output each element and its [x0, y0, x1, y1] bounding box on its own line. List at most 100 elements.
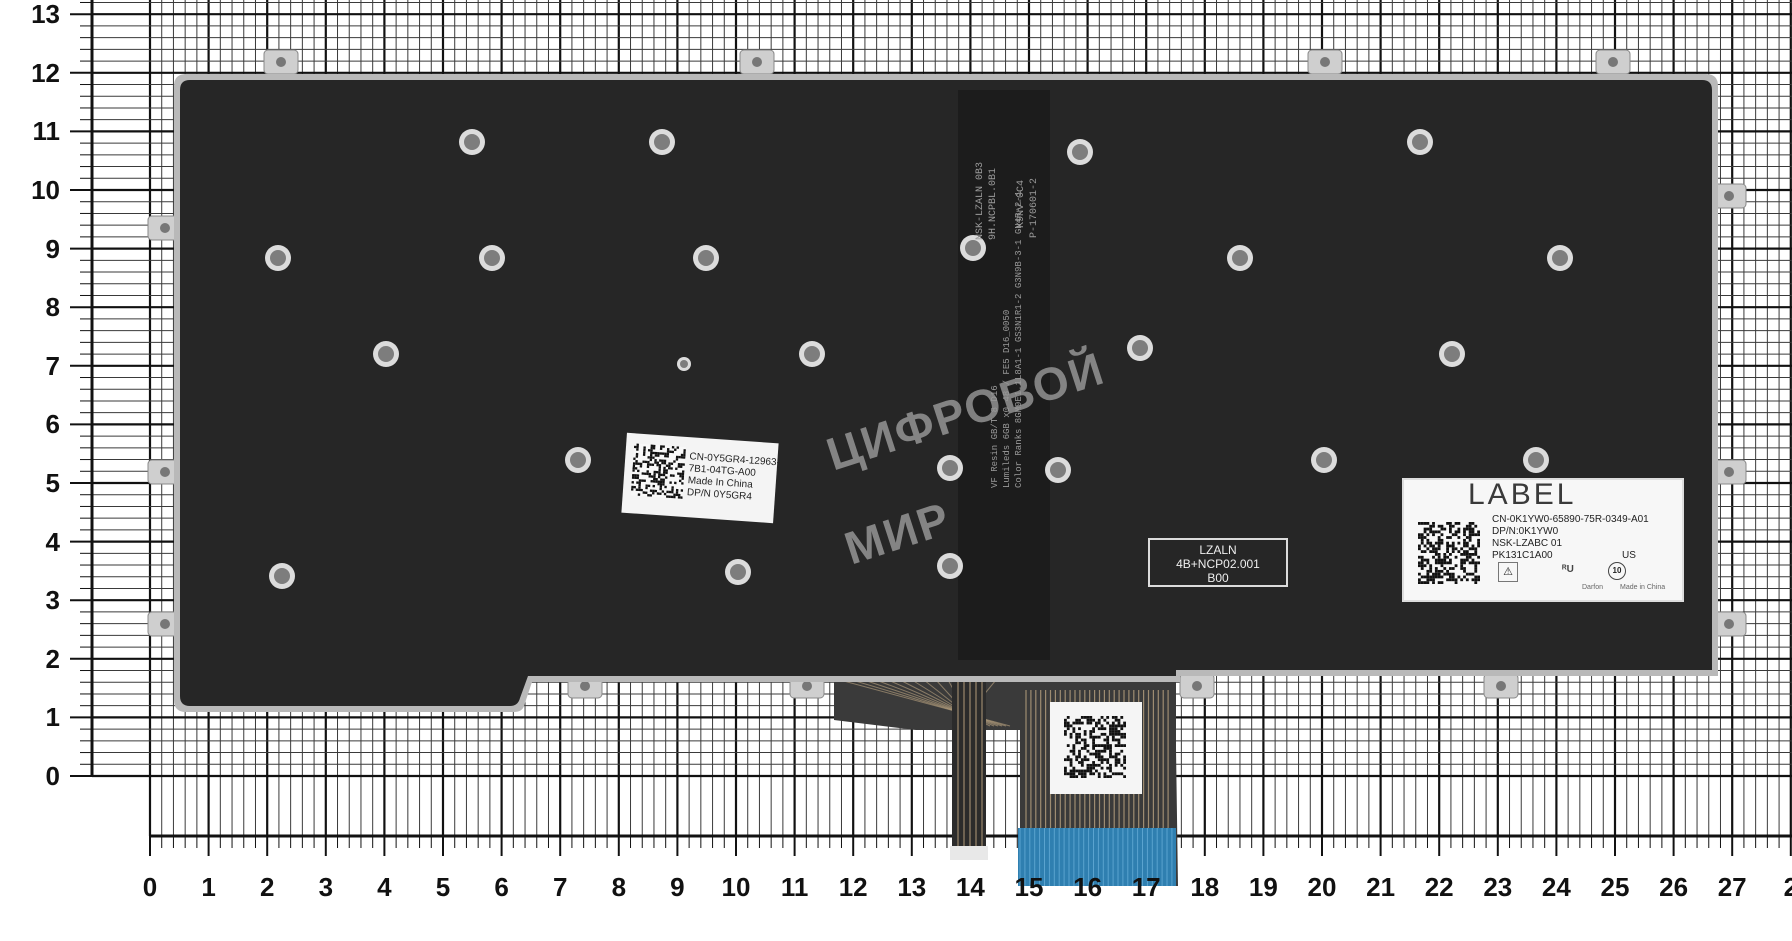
qr-module	[637, 462, 641, 466]
qr-module	[1454, 530, 1458, 534]
qr-module	[1440, 575, 1444, 579]
qr-module	[1109, 752, 1112, 756]
qr-module	[1451, 544, 1455, 548]
qr-module	[1432, 522, 1435, 525]
qr-module	[1092, 741, 1095, 745]
qr-module	[1418, 581, 1421, 584]
qr-module	[1106, 716, 1110, 719]
qr-module	[1443, 555, 1447, 559]
board-backplate	[180, 80, 1712, 706]
qr-module	[1078, 761, 1081, 764]
keyboard-backplate	[147, 49, 1747, 712]
qr-module	[675, 488, 679, 492]
qr-module	[1426, 527, 1430, 531]
right-label-line-1: CN-0K1YW0-65890-75R-0349-A01	[1492, 514, 1649, 525]
qr-module	[1449, 578, 1452, 582]
qr-module	[1072, 727, 1076, 731]
qr-module	[1465, 527, 1469, 531]
qr-module	[1463, 530, 1466, 534]
qr-module	[1446, 569, 1449, 573]
qr-module	[1432, 547, 1435, 551]
qr-module	[1120, 724, 1124, 728]
qr-module	[678, 479, 682, 483]
screw-hole-center	[1232, 250, 1248, 266]
qr-module	[632, 462, 636, 465]
qr-module	[1100, 732, 1104, 736]
qr-module	[1434, 530, 1438, 534]
qr-module	[1078, 772, 1081, 776]
qr-module	[1418, 564, 1421, 568]
screw-holes	[265, 129, 1573, 589]
qr-module	[1117, 744, 1121, 747]
y-axis-label: 8	[45, 292, 60, 323]
screw-hole-center	[464, 134, 480, 150]
qr-module	[1092, 718, 1095, 722]
qr-module	[1463, 527, 1466, 531]
qr-module	[1064, 721, 1067, 725]
right-label: LABEL CN-0K1YW0-65890-75R-0349-A01 DP/N:…	[1402, 478, 1684, 602]
qr-module	[660, 473, 663, 477]
qr-module	[673, 493, 676, 496]
qr-module	[1086, 744, 1090, 747]
qr-module	[1066, 758, 1070, 762]
qr-module	[1083, 716, 1087, 719]
qr-module	[1117, 758, 1121, 762]
y-axis-label: 7	[45, 350, 60, 381]
qr-module	[679, 465, 683, 469]
qr-module	[1432, 524, 1435, 528]
qr-module	[669, 481, 672, 484]
qr-module	[1100, 727, 1104, 731]
qr-module	[1103, 738, 1107, 742]
qr-module	[683, 451, 686, 455]
qr-module	[1457, 530, 1461, 534]
qr-module	[1072, 775, 1076, 778]
qr-module	[1477, 575, 1480, 579]
qr-module	[680, 453, 684, 457]
x-axis-label: 3	[318, 872, 334, 902]
qr-module	[1457, 550, 1461, 553]
qr-module	[1449, 530, 1452, 534]
left-sticker-qr	[630, 443, 687, 502]
qr-module	[680, 463, 683, 466]
qr-module	[1420, 581, 1424, 584]
qr-module	[643, 448, 646, 452]
qr-module	[1463, 575, 1466, 579]
qr-module	[1446, 522, 1449, 525]
qr-module	[631, 476, 635, 479]
qr-module	[662, 445, 665, 448]
qr-module	[1069, 769, 1073, 773]
qr-module	[1095, 749, 1098, 753]
qr-module	[1069, 724, 1073, 728]
qr-module	[1117, 721, 1121, 725]
qr-module	[1106, 735, 1110, 739]
qr-module	[657, 454, 660, 457]
qr-module	[1468, 536, 1472, 539]
qr-module	[1420, 558, 1424, 562]
qr-module	[666, 452, 670, 456]
qr-module	[658, 466, 662, 469]
qr-module	[1446, 572, 1449, 576]
qr-module	[670, 495, 674, 499]
screw-hole-center	[378, 346, 394, 362]
qr-module	[654, 458, 657, 462]
qr-module	[1066, 744, 1070, 747]
qr-module	[1471, 522, 1475, 525]
qr-module	[659, 480, 663, 484]
qr-module	[650, 446, 653, 450]
qr-module	[1120, 716, 1124, 719]
qr-module	[1095, 744, 1098, 747]
qr-module	[1066, 755, 1070, 759]
cable-text-7: Color Ranks 8GM9E1.1L8A1-1 GS3N1R1-2 G3N…	[1014, 190, 1024, 488]
qr-module	[1463, 561, 1466, 565]
qr-module	[1432, 544, 1435, 548]
qr-module	[1460, 553, 1464, 556]
qr-module	[1449, 572, 1452, 576]
tab-hole	[1724, 619, 1734, 629]
x-axis-label: 15	[1014, 872, 1044, 902]
cable-text-2: 9H.NCPBL.0B1	[988, 167, 999, 240]
y-axis-label: 5	[45, 468, 60, 498]
qr-module	[646, 470, 649, 473]
qr-module	[1072, 769, 1076, 773]
qr-module	[681, 472, 685, 476]
qr-module	[634, 476, 637, 480]
